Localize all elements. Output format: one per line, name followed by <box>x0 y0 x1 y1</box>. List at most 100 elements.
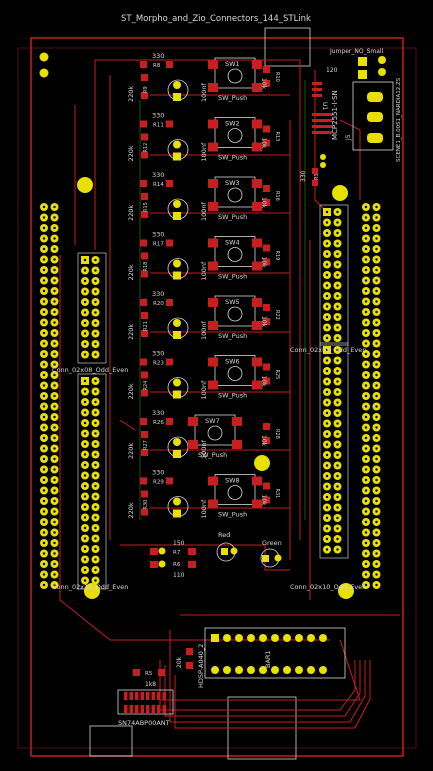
test-pad[interactable] <box>332 185 348 201</box>
switch-pad[interactable] <box>208 142 218 152</box>
display-pin[interactable] <box>271 634 279 642</box>
display-pin[interactable] <box>319 666 327 674</box>
resistor-pad[interactable] <box>141 270 148 278</box>
resistor-pad[interactable] <box>263 496 270 504</box>
resistor-pad[interactable] <box>141 92 148 99</box>
resistor-pad[interactable] <box>141 133 148 141</box>
resistor-pad[interactable] <box>141 193 148 200</box>
resistor-pad[interactable] <box>141 389 148 397</box>
switch-pad[interactable] <box>208 321 218 330</box>
switch-pad[interactable] <box>252 238 262 248</box>
resistor-pad[interactable] <box>140 180 147 187</box>
capacitor-pad[interactable] <box>173 140 181 149</box>
r6-pad[interactable] <box>188 561 196 568</box>
mount-pad[interactable] <box>39 52 49 62</box>
display-pin[interactable] <box>283 634 291 642</box>
display-pin[interactable] <box>319 634 327 642</box>
r4-pad[interactable] <box>186 648 193 655</box>
switch-pad[interactable] <box>208 357 218 367</box>
resistor-pad[interactable] <box>166 120 173 128</box>
display-pin[interactable] <box>271 666 279 674</box>
capacitor-pad[interactable] <box>173 81 181 89</box>
smd-pad[interactable] <box>157 692 161 700</box>
led-pad[interactable] <box>158 560 166 568</box>
switch-pad[interactable] <box>208 261 218 271</box>
resistor-pad[interactable] <box>263 66 270 73</box>
switch-pad[interactable] <box>208 298 218 307</box>
red-led-pad[interactable] <box>221 548 228 555</box>
test-pad[interactable] <box>338 583 354 599</box>
resistor-pad[interactable] <box>263 199 270 206</box>
resistor-pad[interactable] <box>166 418 173 425</box>
switch-pad[interactable] <box>208 238 218 248</box>
r6-pad[interactable] <box>150 561 158 568</box>
resistor-pad[interactable] <box>140 358 147 366</box>
resistor-pad[interactable] <box>263 304 270 311</box>
r5-pad[interactable] <box>133 669 140 676</box>
display-pin[interactable] <box>259 666 267 674</box>
resistor-pad[interactable] <box>140 299 147 306</box>
display-pin[interactable] <box>211 634 219 642</box>
display-pin[interactable] <box>247 666 255 674</box>
switch-pad[interactable] <box>208 60 218 69</box>
resistor-pad[interactable] <box>166 477 173 485</box>
mount-pad[interactable] <box>39 68 49 78</box>
switch-pad[interactable] <box>252 83 262 92</box>
smd-pad[interactable] <box>146 692 150 700</box>
r1-pad[interactable] <box>312 180 318 186</box>
test-pad[interactable] <box>84 583 100 599</box>
capacitor-pad[interactable] <box>173 509 181 518</box>
capacitor-pad[interactable] <box>173 378 181 387</box>
ic-pad[interactable] <box>367 112 383 122</box>
capacitor-pad[interactable] <box>173 93 181 101</box>
jumper-pin[interactable] <box>378 56 386 64</box>
smd-pad[interactable] <box>162 705 167 713</box>
resistor-pad[interactable] <box>140 418 147 425</box>
smd-pad[interactable] <box>151 692 156 700</box>
display-pin[interactable] <box>307 634 315 642</box>
r4-pad[interactable] <box>186 662 193 669</box>
green-led-pad[interactable] <box>274 554 282 562</box>
switch-pad[interactable] <box>252 380 262 390</box>
smd-pad[interactable] <box>135 692 139 700</box>
resistor-pad[interactable] <box>141 431 148 438</box>
resistor-pad[interactable] <box>263 80 270 87</box>
capacitor-pad[interactable] <box>173 450 181 458</box>
switch-pad[interactable] <box>252 179 262 188</box>
resistor-pad[interactable] <box>141 252 148 260</box>
switch-pad[interactable] <box>188 417 198 426</box>
resistor-pad[interactable] <box>263 185 270 192</box>
resistor-pad[interactable] <box>140 61 147 68</box>
display-pin[interactable] <box>235 666 243 674</box>
resistor-pad[interactable] <box>140 239 147 247</box>
switch-pad[interactable] <box>208 83 218 92</box>
test-pad[interactable] <box>254 455 270 471</box>
smd-pad[interactable] <box>129 705 134 713</box>
resistor-pad[interactable] <box>263 363 270 371</box>
display-pin[interactable] <box>223 634 231 642</box>
capacitor-pad[interactable] <box>173 319 181 327</box>
smd-pad[interactable] <box>162 692 167 700</box>
resistor-pad[interactable] <box>263 482 270 490</box>
switch-pad[interactable] <box>208 476 218 486</box>
display-pin[interactable] <box>295 666 303 674</box>
smd-pad[interactable] <box>124 705 128 713</box>
switch-pad[interactable] <box>208 380 218 390</box>
resistor-pad[interactable] <box>140 477 147 485</box>
led-pad[interactable] <box>158 547 166 555</box>
display-pin[interactable] <box>247 634 255 642</box>
switch-pad[interactable] <box>252 142 262 152</box>
smd-pad[interactable] <box>151 705 156 713</box>
capacitor-pad[interactable] <box>173 438 181 446</box>
switch-pad[interactable] <box>208 119 218 129</box>
display-pin[interactable] <box>307 666 315 674</box>
resistor-pad[interactable] <box>141 371 148 379</box>
resistor-pad[interactable] <box>263 258 270 266</box>
resistor-pad[interactable] <box>140 120 147 128</box>
resistor-pad[interactable] <box>141 151 148 159</box>
resistor-pad[interactable] <box>263 377 270 385</box>
switch-pad[interactable] <box>208 202 218 211</box>
smd-pad[interactable] <box>140 692 145 700</box>
resistor-pad[interactable] <box>263 437 270 444</box>
r1-pad[interactable] <box>312 168 318 174</box>
